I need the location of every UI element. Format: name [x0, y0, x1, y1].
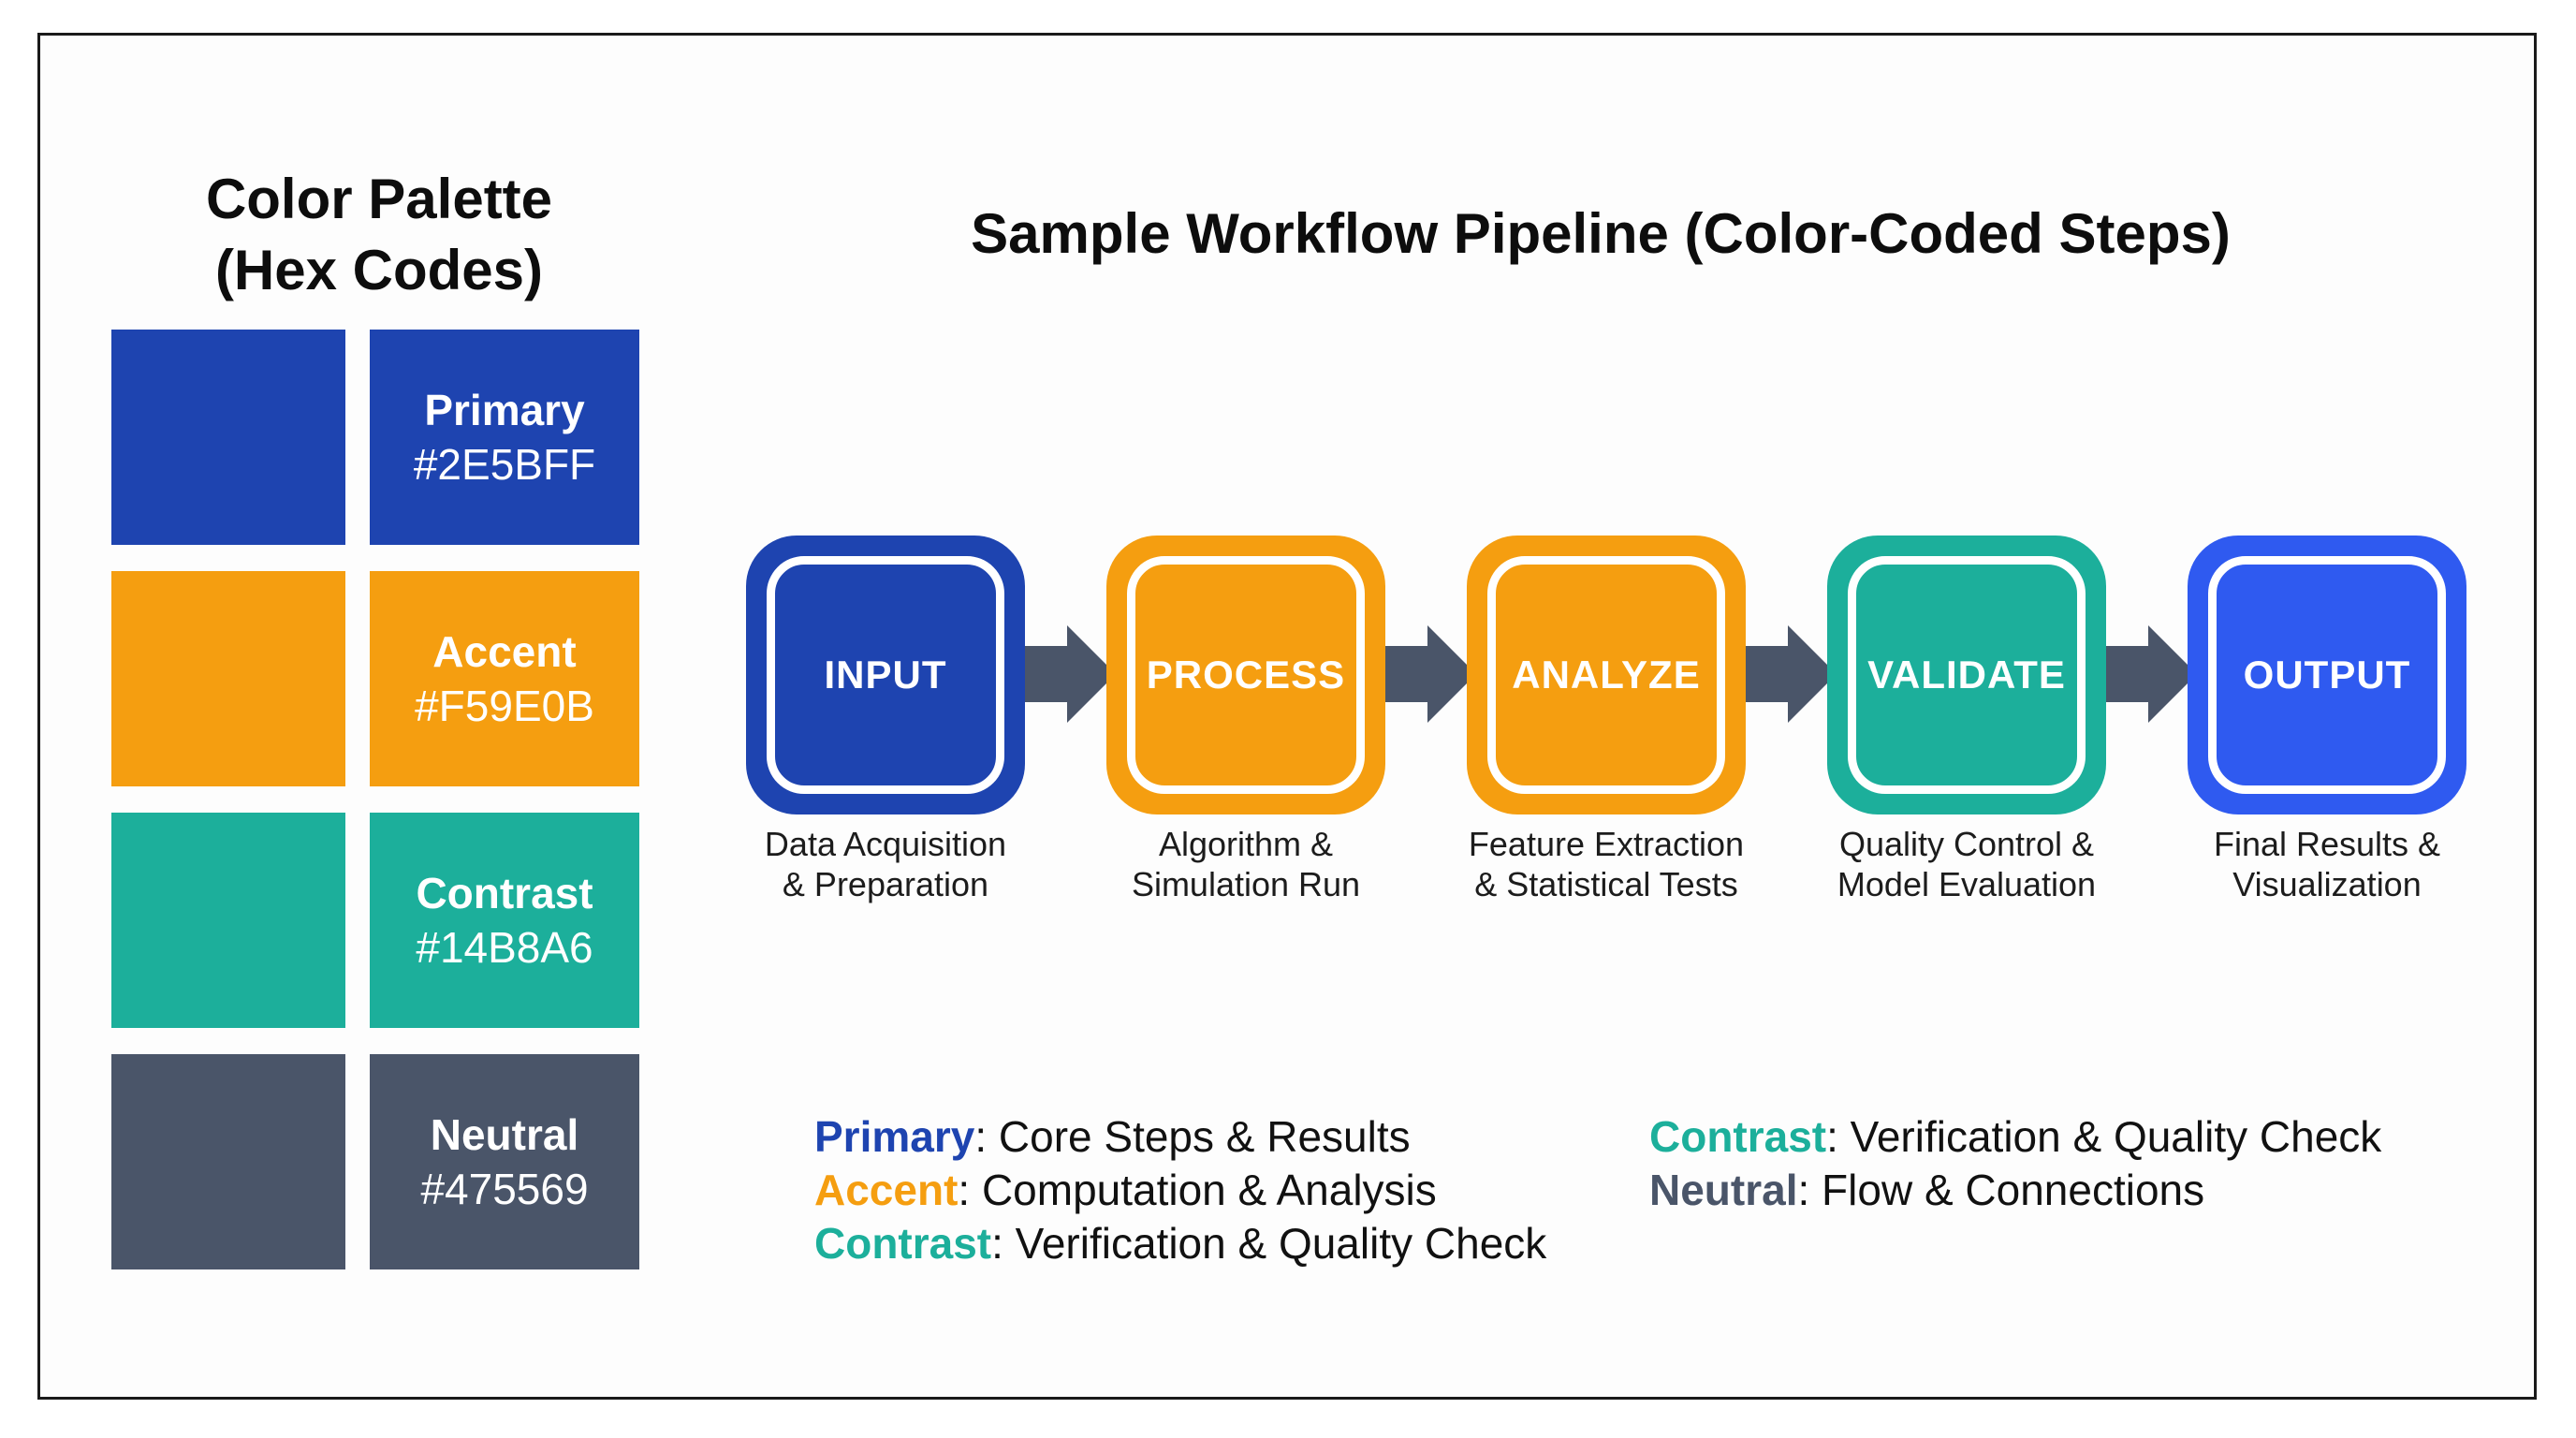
swatch-primary-block: [111, 330, 345, 545]
legend-item-contrast: Contrast: Verification & Quality Check: [814, 1217, 1546, 1270]
step-validate: VALIDATE: [1827, 536, 2106, 814]
step-output-label: OUTPUT: [2243, 653, 2411, 697]
step-process: PROCESS: [1106, 536, 1385, 814]
legend-key-primary: Primary: [814, 1112, 975, 1161]
step-validate-desc: Quality Control & Model Evaluation: [1808, 824, 2126, 904]
step-analyze-desc-line2: & Statistical Tests: [1474, 865, 1738, 903]
step-output-desc-line2: Visualization: [2232, 865, 2422, 903]
swatch-primary-label: Primary #2E5BFF: [370, 330, 639, 545]
step-process-desc-line1: Algorithm &: [1158, 825, 1334, 863]
right-arrow-icon: [1362, 625, 1476, 723]
swatch-neutral-label: Neutral #475569: [370, 1054, 639, 1269]
step-analyze-label: ANALYZE: [1512, 653, 1701, 697]
legend-item-contrast-right: Contrast: Verification & Quality Check: [1649, 1110, 2381, 1164]
swatch-accent-block: [111, 571, 345, 786]
legend-text-contrast-right: : Verification & Quality Check: [1826, 1112, 2382, 1161]
palette-title-line2: (Hex Codes): [214, 239, 544, 301]
step-input-inner: INPUT: [767, 556, 1004, 794]
step-process-desc: Algorithm & Simulation Run: [1087, 824, 1405, 904]
step-analyze: ANALYZE: [1467, 536, 1746, 814]
step-process-desc-line2: Simulation Run: [1131, 865, 1361, 903]
legend-item-neutral: Neutral: Flow & Connections: [1649, 1164, 2381, 1217]
swatch-contrast-label: Contrast #14B8A6: [370, 813, 639, 1028]
swatch-accent-label-block: [370, 571, 639, 786]
swatch-contrast-block: [111, 813, 345, 1028]
right-arrow-icon: [1722, 625, 1837, 723]
legend-text-accent: : Computation & Analysis: [958, 1166, 1437, 1214]
legend-key-contrast-right: Contrast: [1649, 1112, 1827, 1161]
step-validate-label: VALIDATE: [1867, 653, 2066, 697]
right-arrow-icon: [2083, 625, 2197, 723]
right-arrow-icon: [1002, 625, 1116, 723]
legend-key-accent: Accent: [814, 1166, 959, 1214]
step-validate-desc-line2: Model Evaluation: [1837, 865, 2097, 903]
swatch-accent-label: Accent #F59E0B: [370, 571, 639, 786]
swatch-primary-label-block: [370, 330, 639, 545]
legend-left: Primary: Core Steps & Results Accent: Co…: [814, 1110, 1546, 1270]
swatch-accent-name: Accent: [432, 627, 577, 676]
swatch-neutral-name: Neutral: [430, 1110, 579, 1159]
pipeline-title: Sample Workflow Pipeline (Color-Coded St…: [971, 202, 2231, 265]
step-input-label: INPUT: [824, 653, 947, 697]
step-output-inner: OUTPUT: [2208, 556, 2446, 794]
step-analyze-desc-line1: Feature Extraction: [1468, 825, 1745, 863]
swatch-contrast-name: Contrast: [416, 869, 593, 917]
legend-key-neutral: Neutral: [1649, 1166, 1798, 1214]
step-input: INPUT: [746, 536, 1025, 814]
step-output-desc: Final Results & Visualization: [2168, 824, 2486, 904]
swatch-accent-hex: #F59E0B: [415, 682, 594, 730]
legend-text-neutral: : Flow & Connections: [1797, 1166, 2205, 1214]
step-analyze-inner: ANALYZE: [1487, 556, 1725, 794]
swatch-primary-hex: #2E5BFF: [413, 440, 596, 489]
legend-key-contrast: Contrast: [814, 1219, 992, 1268]
legend-right: Contrast: Verification & Quality Check N…: [1649, 1110, 2381, 1217]
step-input-desc: Data Acquisition & Preparation: [726, 824, 1045, 904]
step-output-desc-line1: Final Results &: [2213, 825, 2441, 863]
legend-text-contrast: : Verification & Quality Check: [991, 1219, 1547, 1268]
swatch-neutral-label-block: [370, 1054, 639, 1269]
palette-title-line1: Color Palette: [205, 168, 553, 230]
step-output: OUTPUT: [2188, 536, 2466, 814]
step-analyze-desc: Feature Extraction & Statistical Tests: [1447, 824, 1765, 904]
legend-item-accent: Accent: Computation & Analysis: [814, 1164, 1546, 1217]
step-process-inner: PROCESS: [1127, 556, 1365, 794]
legend-item-primary: Primary: Core Steps & Results: [814, 1110, 1546, 1164]
step-validate-desc-line1: Quality Control &: [1838, 825, 2095, 863]
step-input-desc-line2: & Preparation: [782, 865, 989, 903]
swatch-contrast-label-block: [370, 813, 639, 1028]
swatch-contrast-hex: #14B8A6: [416, 923, 593, 972]
step-validate-inner: VALIDATE: [1848, 556, 2086, 794]
swatch-neutral-hex: #475569: [420, 1165, 589, 1213]
swatch-neutral-block: [111, 1054, 345, 1269]
step-input-desc-line1: Data Acquisition: [764, 825, 1007, 863]
swatch-primary-name: Primary: [424, 386, 585, 434]
palette-title: Color Palette (Hex Codes): [112, 164, 646, 306]
legend-text-primary: : Core Steps & Results: [974, 1112, 1411, 1161]
step-process-label: PROCESS: [1146, 653, 1346, 697]
